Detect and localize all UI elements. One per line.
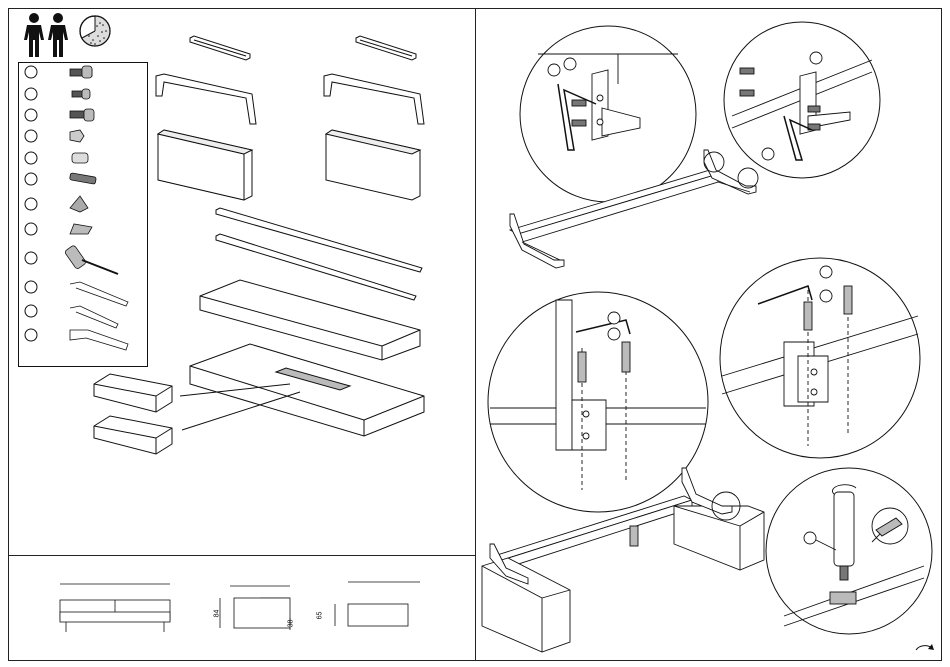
back-height-label: 65 — [316, 612, 323, 620]
side-height-label: 84 — [213, 610, 220, 618]
furniture-parts-exploded — [90, 34, 470, 464]
dimension-drawings — [50, 578, 450, 638]
page-divider-vertical — [475, 8, 476, 661]
side-seat-label: 38 — [287, 620, 294, 628]
detail-circle-mid-right — [718, 256, 922, 460]
next-page-icon[interactable] — [912, 636, 936, 656]
two-person-icon — [22, 12, 74, 58]
page-divider-horizontal — [8, 555, 475, 556]
screwdriver-icon — [872, 508, 908, 544]
detail-circle-bottom-right — [764, 466, 934, 636]
sofa-final-assembly — [478, 466, 778, 656]
